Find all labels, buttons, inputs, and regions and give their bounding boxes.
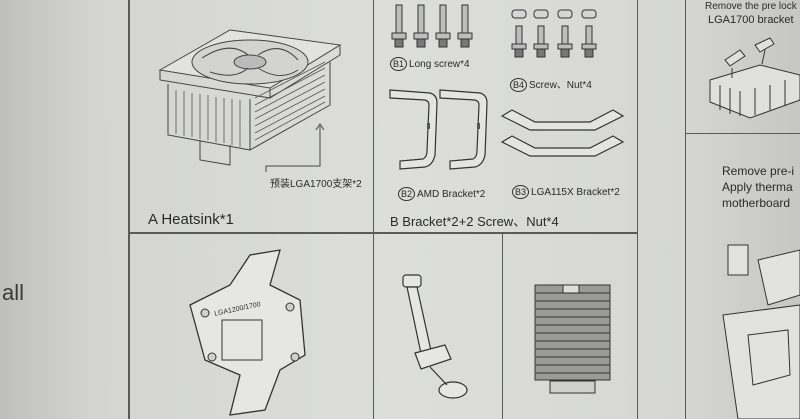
- right-lower-line1: Remove pre-i: [722, 164, 795, 178]
- b2-id: B2: [398, 187, 416, 201]
- callout-leader-line: [265, 123, 325, 172]
- heatsink-callout-label: 预装LGA1700支架*2: [270, 179, 362, 190]
- right-top-line2: LGA1700 bracket: [708, 14, 794, 26]
- thermal-grease-syringe-icon: [402, 274, 468, 399]
- lga1700-bracket-removal-illustration: [709, 37, 800, 119]
- divider-middle: [373, 0, 374, 419]
- b3-id: B3: [512, 185, 530, 199]
- heatsink-base-icon: [534, 284, 611, 394]
- divider-right: [637, 0, 638, 419]
- b1-id: B1: [390, 57, 408, 71]
- amd-brackets-icon: [389, 89, 488, 170]
- divider-grease: [502, 233, 503, 419]
- divider-left: [128, 0, 130, 419]
- panel-b-caption: B Bracket*2+2 Screw、Nut*4: [390, 214, 559, 229]
- long-screws-icon: [391, 4, 473, 48]
- lga115x-brackets-icon: [500, 109, 625, 157]
- b4-id: B4: [510, 78, 528, 92]
- right-lower-line3: motherboard: [722, 196, 791, 210]
- heatsink-illustration: [158, 29, 342, 166]
- left-edge-text: all: [2, 280, 25, 305]
- right-top-line1: Remove the pre lock: [705, 1, 797, 12]
- divider-row: [128, 232, 638, 234]
- short-screws-nuts-icon: [511, 9, 597, 58]
- right-lower-line2: Apply therma: [722, 180, 793, 194]
- divider-right-row: [685, 133, 800, 134]
- backplate-illustration: [189, 249, 306, 416]
- motherboard-install-illustration: [722, 244, 800, 419]
- divider-right-inner: [685, 0, 686, 419]
- panel-a-caption: A Heatsink*1: [148, 211, 234, 228]
